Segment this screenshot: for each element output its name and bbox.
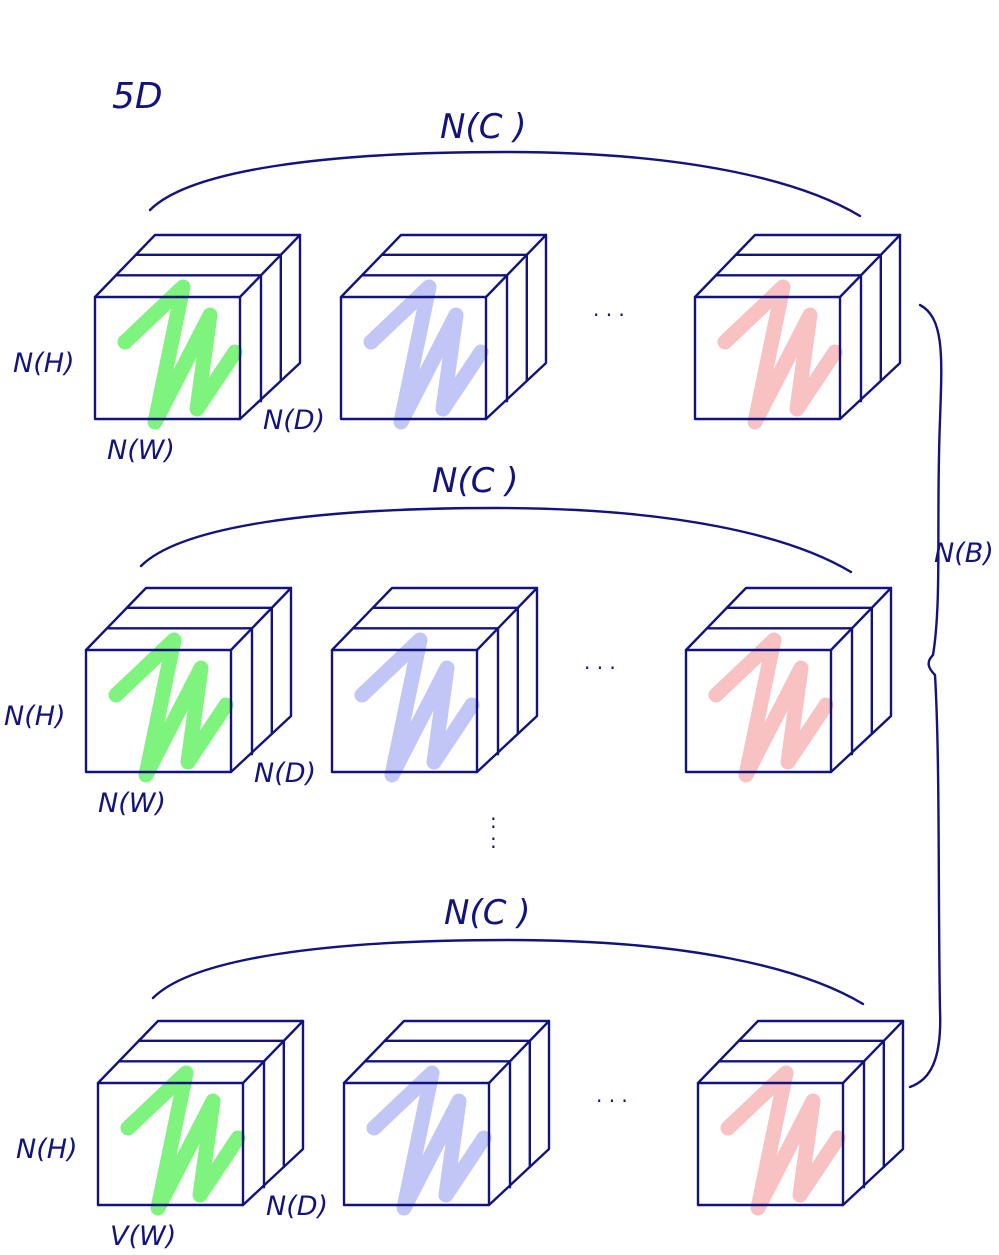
diagram-title: 5D: [112, 76, 163, 117]
channel-cube: [342, 1019, 551, 1216]
batch-row: N(C ) · · · N(H) N(D) V(W): [16, 893, 905, 1252]
channel-cube: [84, 586, 293, 783]
depth-label: N(D): [254, 758, 316, 789]
data-scribble: [108, 632, 234, 783]
channel-cube: [93, 233, 302, 430]
channel-brace: [148, 150, 862, 218]
data-scribble: [117, 279, 243, 430]
depth-label: N(D): [263, 405, 325, 436]
data-scribble: [366, 1065, 492, 1216]
data-scribble: [717, 279, 843, 430]
channel-cube: [330, 586, 539, 783]
svg-text::: :: [490, 809, 497, 833]
channels-label: N(C ): [432, 461, 519, 501]
data-scribble: [120, 1065, 246, 1216]
horizontal-ellipsis: · · ·: [584, 656, 616, 680]
data-scribble: [363, 279, 489, 430]
channels-label: N(C ): [444, 893, 531, 933]
channel-cube: [339, 233, 548, 430]
data-scribble: [354, 632, 480, 783]
batch-brace: [908, 303, 943, 1089]
width-label: V(W): [110, 1221, 176, 1252]
svg-text::: :: [490, 829, 497, 853]
channel-brace: [139, 506, 853, 574]
channel-cube: [693, 233, 902, 430]
height-label: N(H): [4, 701, 66, 732]
height-label: N(H): [16, 1134, 78, 1165]
width-label: N(W): [98, 788, 166, 819]
batch-rows: N(C ) · · · N(H) N(D) N(W) N(C ) · · · N(H) N(D)…: [4, 107, 905, 1252]
channel-brace: [151, 938, 865, 1006]
channel-cube: [684, 586, 893, 783]
horizontal-ellipsis: · · ·: [593, 303, 625, 327]
batch-label: N(B): [934, 538, 994, 569]
depth-label: N(D): [266, 1191, 328, 1222]
height-label: N(H): [13, 348, 75, 379]
channels-label: N(C ): [440, 107, 527, 147]
channel-cube: [696, 1019, 905, 1216]
data-scribble: [720, 1065, 846, 1216]
data-scribble: [708, 632, 834, 783]
horizontal-ellipsis: · · ·: [596, 1089, 628, 1113]
batch-row: N(C ) · · · N(H) N(D) N(W): [4, 461, 893, 819]
width-label: N(W): [107, 435, 175, 466]
batch-row: N(C ) · · · N(H) N(D) N(W): [13, 107, 902, 466]
vertical-ellipsis: : :: [490, 809, 497, 853]
channel-cube: [96, 1019, 305, 1216]
